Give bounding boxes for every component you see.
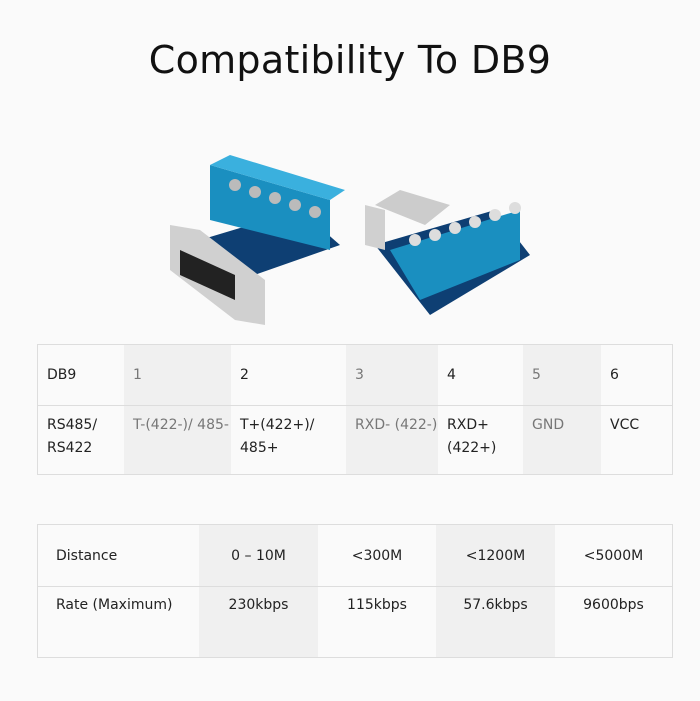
pin-table: DB9 1 2 3 4 5 6 RS485/ RS422 T-(422-)/ 4… <box>37 344 673 475</box>
cell: 5 <box>523 344 601 406</box>
adapter-left <box>170 155 345 325</box>
cell: 1 <box>124 344 231 406</box>
cell: T+(422+)/ 485+ <box>240 417 315 456</box>
cell: Distance <box>37 524 199 587</box>
adapter-right <box>365 190 530 315</box>
cell: RS485/ RS422 <box>47 417 98 456</box>
page-title: Compatibility To DB9 <box>148 38 552 82</box>
cell: 230kbps <box>199 586 318 658</box>
cell: 3 <box>346 344 438 406</box>
table-row: Distance 0 – 10M <300M <1200M <5000M <box>37 524 673 587</box>
cell: 57.6kbps <box>436 586 555 658</box>
cell: T-(422-)/ 485- <box>124 405 231 475</box>
cell: <5000M <box>555 524 673 587</box>
cell: 9600bps <box>583 597 644 613</box>
cell: 4 <box>438 344 523 406</box>
cell: VCC <box>610 417 640 433</box>
cell: RXD+ (422+) <box>447 417 497 456</box>
product-photo <box>170 155 530 325</box>
cell: Rate (Maximum) <box>56 597 173 613</box>
cell: <1200M <box>436 524 555 587</box>
cell: GND <box>523 405 601 475</box>
rate-table: Distance 0 – 10M <300M <1200M <5000M Rat… <box>37 524 673 658</box>
table-row: DB9 1 2 3 4 5 6 <box>37 344 673 406</box>
table-row: Rate (Maximum) 230kbps 115kbps 57.6kbps … <box>38 586 673 658</box>
cell: RXD- (422-) <box>346 405 438 475</box>
table-row: RS485/ RS422 T-(422-)/ 485- T+(422+)/ 48… <box>38 405 673 475</box>
cell: 0 – 10M <box>199 524 318 587</box>
cell: 6 <box>601 344 673 406</box>
cell: 2 <box>231 344 346 406</box>
cell: DB9 <box>37 344 124 406</box>
cell: 115kbps <box>347 597 407 613</box>
cell: <300M <box>318 524 436 587</box>
